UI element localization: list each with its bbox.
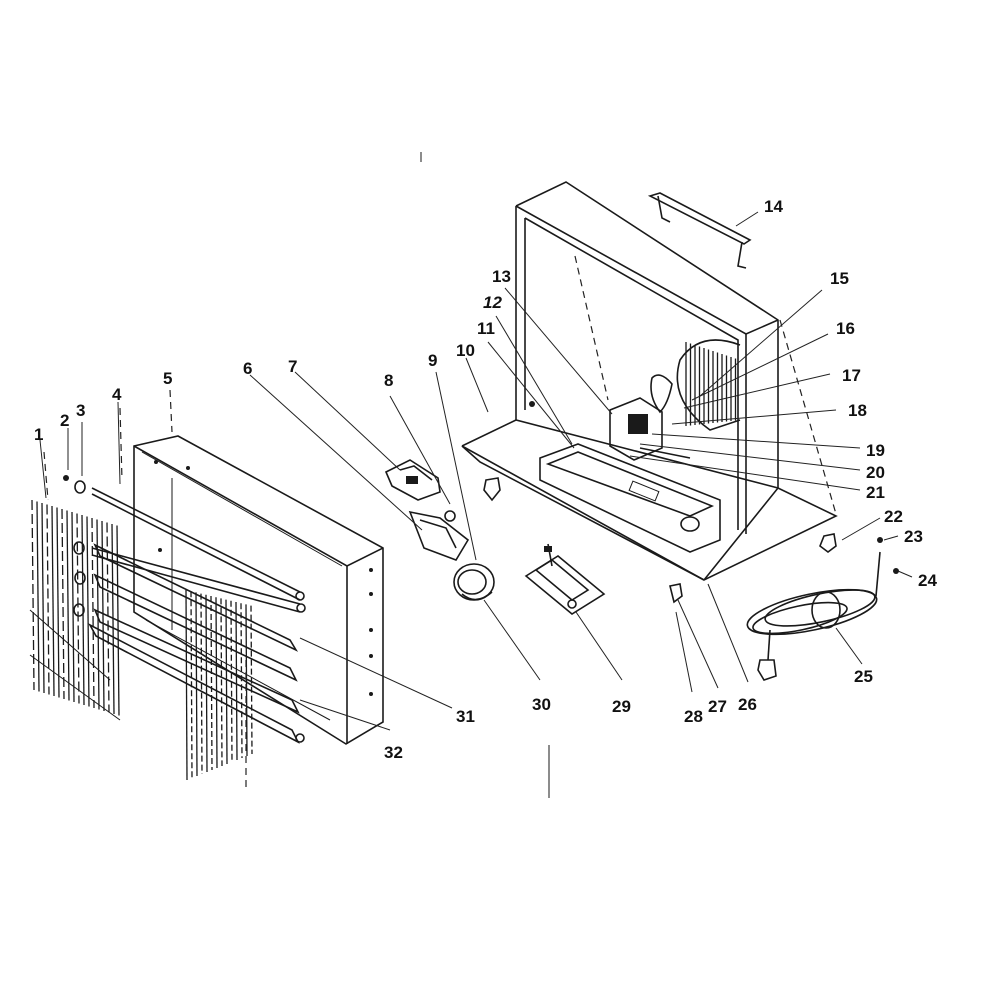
power-cord xyxy=(746,551,881,681)
callout-23: 23 xyxy=(904,527,923,546)
stray-marks xyxy=(420,152,550,798)
assembly-lines xyxy=(43,389,247,790)
callout-22: 22 xyxy=(884,507,903,526)
hatch-line xyxy=(205,594,208,773)
callout-4: 4 xyxy=(112,385,122,404)
callout-7: 7 xyxy=(288,357,297,376)
hatch-line xyxy=(106,522,110,713)
hatch-line xyxy=(250,605,253,755)
hatch-line xyxy=(245,604,248,757)
hatch-line xyxy=(225,599,228,765)
thermostat-assembly xyxy=(524,543,606,615)
callout-19: 19 xyxy=(866,441,885,460)
hatch-line xyxy=(56,507,60,698)
callout-18: 18 xyxy=(848,401,867,420)
callout-3: 3 xyxy=(76,401,85,420)
hatch-line xyxy=(195,592,198,777)
callout-31: 31 xyxy=(456,707,475,726)
hatch-line xyxy=(71,511,75,703)
hatch-line xyxy=(185,589,188,781)
leader-lines xyxy=(39,211,913,731)
hatch-line xyxy=(215,597,218,769)
callout-6: 6 xyxy=(243,359,252,378)
callout-9: 9 xyxy=(428,351,437,370)
hatch-line xyxy=(240,603,243,759)
callout-16: 16 xyxy=(836,319,855,338)
hatch-line xyxy=(220,598,223,767)
hatch-line xyxy=(76,513,80,704)
control-knob xyxy=(453,563,495,601)
callout-11: 11 xyxy=(477,319,495,338)
hatch-line xyxy=(31,499,35,691)
callout-25: 25 xyxy=(854,667,873,686)
callout-24: 24 xyxy=(918,571,937,590)
callout-30: 30 xyxy=(532,695,551,714)
carry-handle xyxy=(647,192,752,269)
callout-1: 1 xyxy=(34,425,43,444)
hatch-line xyxy=(200,593,203,775)
hatch-line xyxy=(81,514,85,706)
hatch-line xyxy=(101,520,105,712)
hatch-line xyxy=(46,504,50,695)
hatch-line xyxy=(235,601,238,761)
callout-21: 21 xyxy=(866,483,885,502)
callout-20: 20 xyxy=(866,463,885,482)
callout-28: 28 xyxy=(684,707,703,726)
hatch-line xyxy=(61,508,65,700)
switch-bracket xyxy=(384,459,470,561)
front-grille xyxy=(29,499,121,721)
hatch-line xyxy=(51,505,55,697)
callout-27: 27 xyxy=(708,697,727,716)
callout-15: 15 xyxy=(830,269,849,288)
callout-10: 10 xyxy=(456,341,475,360)
hatch-line xyxy=(41,502,45,694)
hatch-line xyxy=(86,516,90,707)
hatch-line xyxy=(91,517,95,709)
hatch-line xyxy=(190,591,193,779)
callout-8: 8 xyxy=(384,371,393,390)
callout-17: 17 xyxy=(842,366,861,385)
callout-32: 32 xyxy=(384,743,403,762)
callout-5: 5 xyxy=(163,369,172,388)
callout-14: 14 xyxy=(764,197,783,216)
hatch-line xyxy=(210,595,213,771)
back-housing xyxy=(461,181,899,604)
reflector-panel xyxy=(133,435,384,781)
callout-26: 26 xyxy=(738,695,757,714)
callout-2: 2 xyxy=(60,411,69,430)
callout-12: 12 xyxy=(483,293,502,312)
hatch-line xyxy=(66,510,70,701)
callout-13: 13 xyxy=(492,267,511,286)
callout-labels: 1 2 3 4 5 6 7 8 9 10 11 12 13 14 15 16 1… xyxy=(34,197,937,762)
callout-29: 29 xyxy=(612,697,631,716)
hatch-line xyxy=(36,501,40,692)
